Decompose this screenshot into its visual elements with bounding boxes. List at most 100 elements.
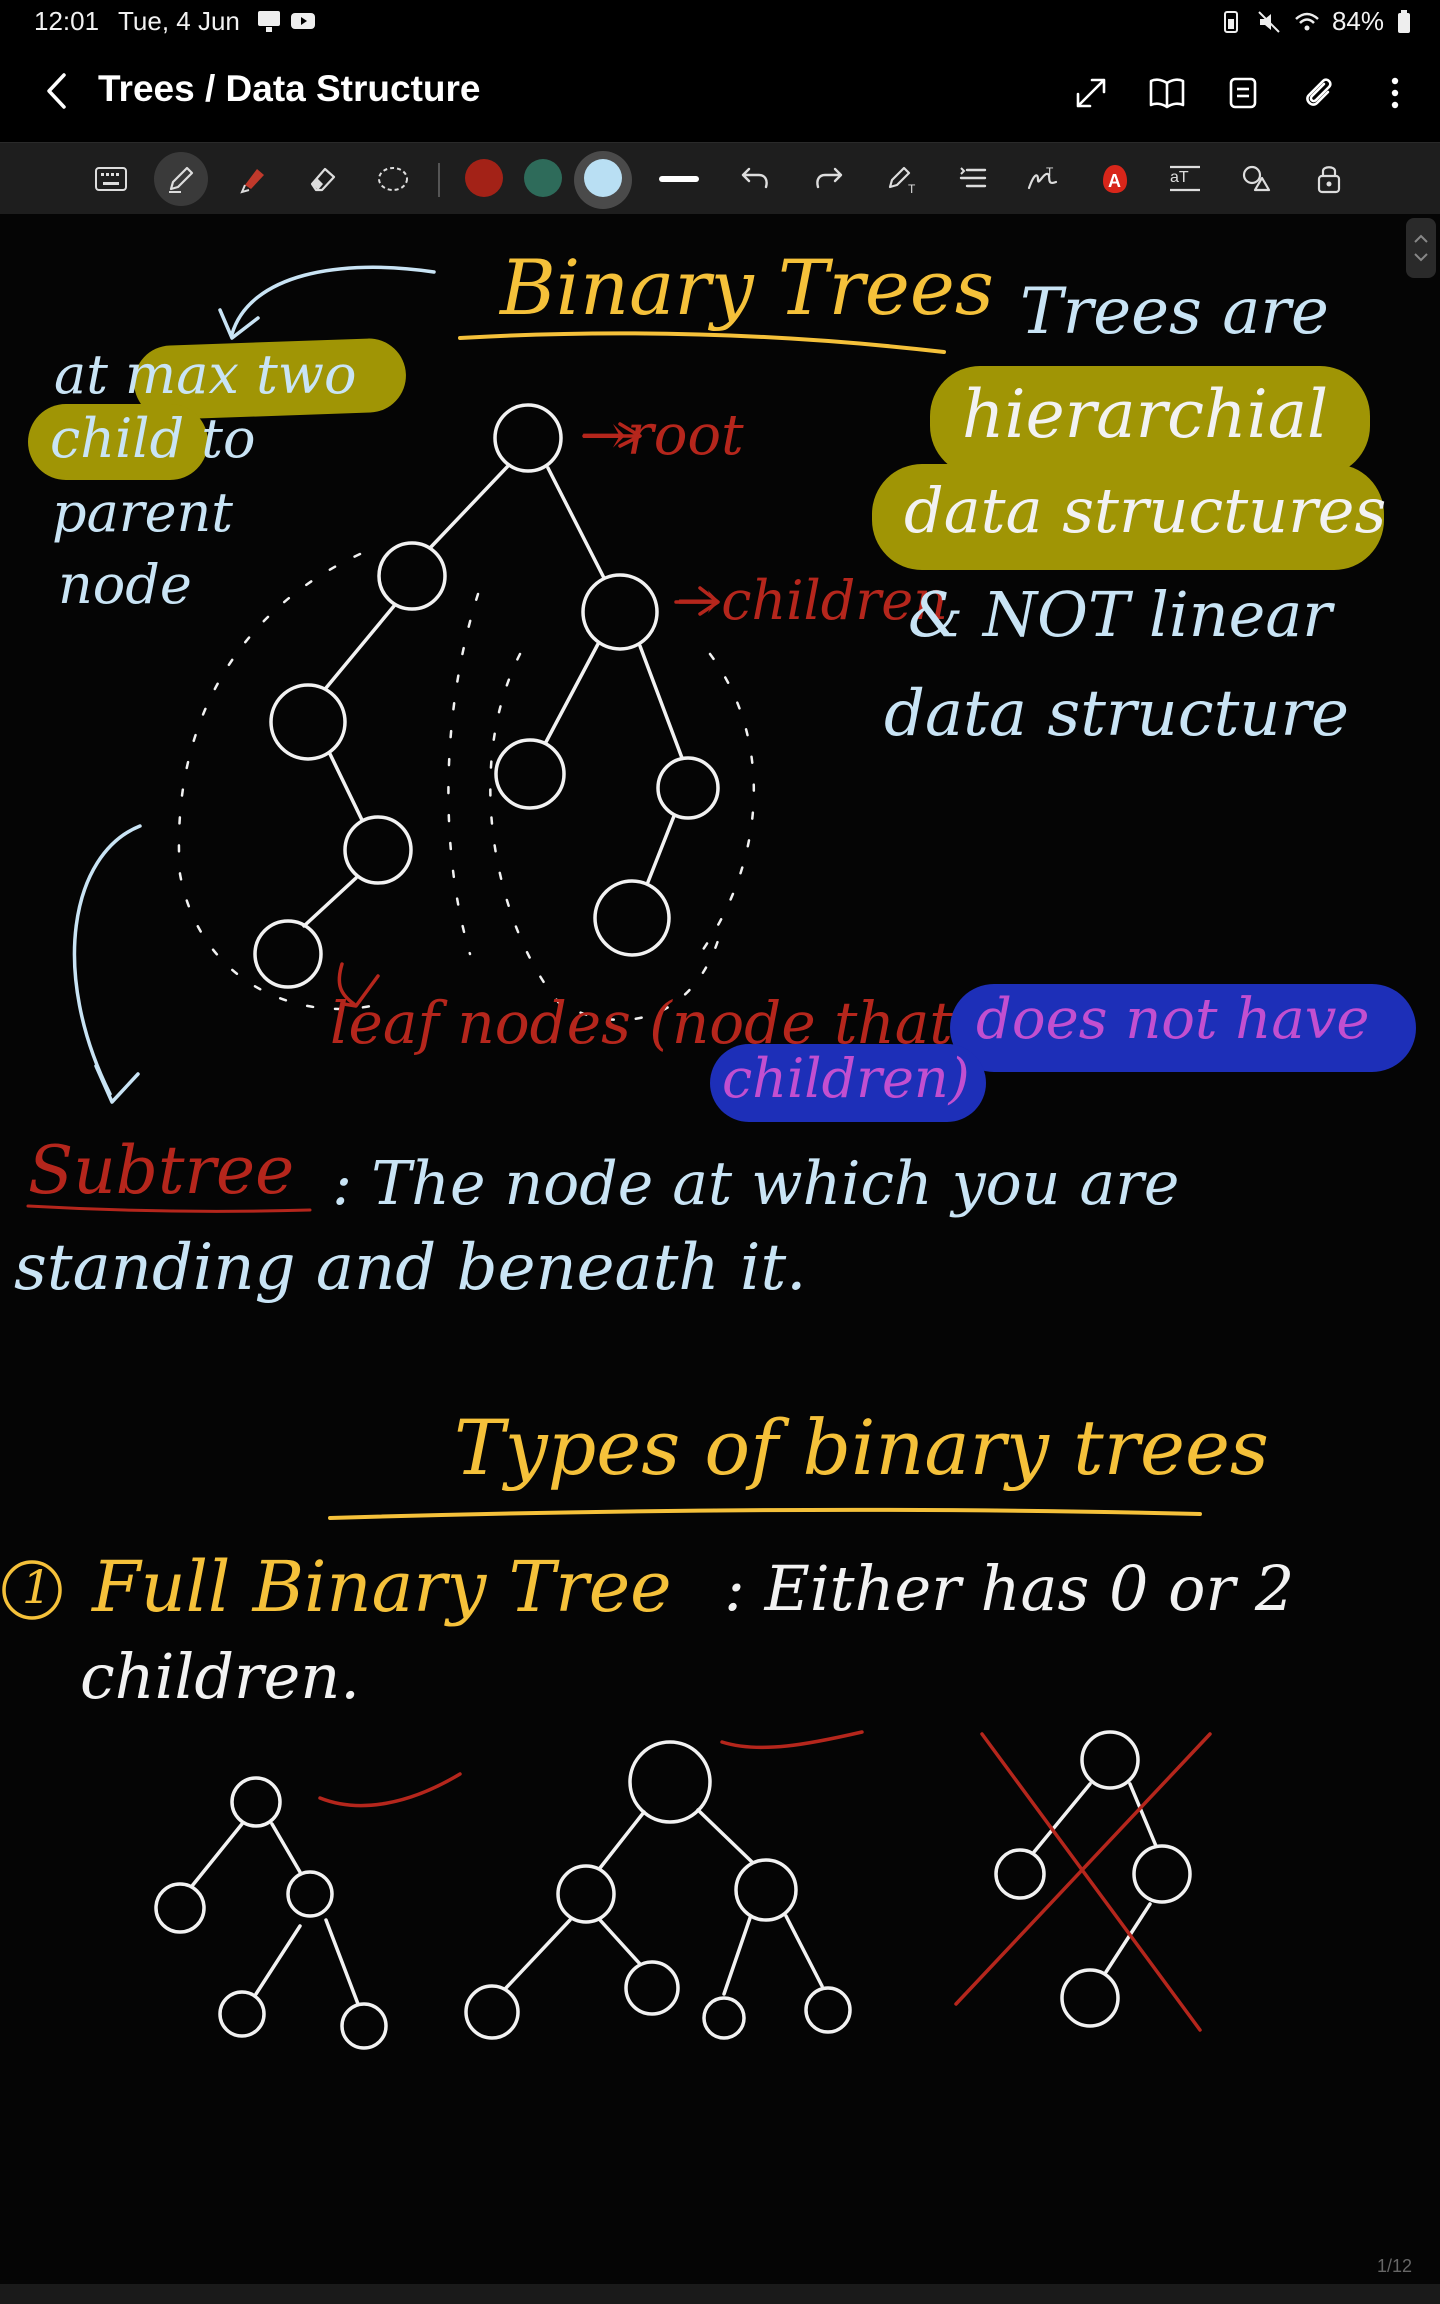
subtree-outline-far-right [698,652,756,956]
node-left [377,541,447,611]
attach-button[interactable] [1292,66,1346,120]
undo-button[interactable] [728,152,782,206]
node-left-left-right [343,815,413,885]
paperclip-icon [1306,78,1332,106]
children-paren-text: children) [722,1047,970,1110]
scroll-handle[interactable] [1406,218,1436,278]
subtree-outline-inner [447,592,480,956]
pen-to-text-tool[interactable]: T [876,152,930,206]
drawing-toolbar: T T A aT [0,142,1440,216]
battery-percent: 84% [1331,6,1384,36]
reading-mode-button[interactable] [1140,66,1194,120]
root-arrow [582,422,642,448]
lasso-tool[interactable] [366,152,420,206]
trees-are-line2: hierarchial [962,376,1329,453]
page-indicator: 1/12 [1376,2256,1412,2276]
edge-leftleft-leftleftright [328,752,364,822]
types-of-binary-trees-title: Types of binary trees [454,1403,1269,1492]
redo-icon [816,167,843,189]
max-two-line3: parent [52,481,234,544]
toolbar-separator [438,163,440,197]
lasso-icon [378,167,408,191]
highlight-hierarchial [930,366,1370,476]
note-canvas[interactable]: Binary Trees at max two child to parent … [0,214,1440,2284]
tick-mark-1 [318,1772,462,1808]
keyboard-tool[interactable] [84,152,138,206]
scroll-arrows-icon [1414,234,1428,262]
highlight-data-structures [872,464,1384,570]
more-vertical-icon [1391,77,1399,109]
expand-button[interactable] [1064,66,1118,120]
full-binary-tree-definition-line2: children. [80,1640,360,1713]
edge-left-leftleft [324,604,396,690]
subtree-underline [26,1204,312,1213]
node-right-right-left [593,879,671,957]
straighten-text-tool[interactable] [946,152,1000,206]
status-right: 84% [1218,6,1412,37]
undo-icon [741,167,768,189]
book-icon [1149,78,1185,109]
eraser-tool[interactable] [296,152,350,206]
highlight-children [710,1044,986,1122]
subtree-outline-left [177,552,382,1011]
curved-arrow-top [230,265,436,336]
lock-icon [1317,166,1341,194]
highlighter-icon [240,169,264,194]
mute-icon [1258,10,1280,33]
cross-out-mark [954,1732,1212,2032]
text-size-tool[interactable]: aT [1158,152,1212,206]
max-two-line2: child to [50,407,256,470]
full-binary-tree-number: 1 [22,1560,52,1614]
subtree-definition-line2: standing and beneath it. [14,1231,807,1305]
trees-are-line1: Trees are [1020,275,1329,349]
subtree-long-arrow-head [94,1064,140,1104]
status-bar: 12:01 Tue, 4 Jun 84% [0,0,1440,42]
trees-are-line4: & NOT linear [908,578,1332,651]
handwritten-drawings [2,265,1212,2050]
align-lines-icon [959,167,987,188]
shapes-icon [1242,165,1271,192]
redo-button[interactable] [802,152,856,206]
root-node [493,403,563,473]
battery-saver-icon [1223,10,1238,33]
status-date: Tue, 4 Jun [118,6,240,36]
text-color-tool[interactable]: A [1088,152,1142,206]
does-not-have-text: does not have [976,987,1370,1052]
stroke-width-tool[interactable] [652,152,706,206]
eraser-icon [310,167,336,192]
edge-rightright-rightrightleft [646,814,676,884]
node-right-left [494,738,566,810]
svg-text:T: T [908,182,916,195]
edge-right-rightright [638,644,684,760]
svg-text:A: A [1108,171,1121,191]
more-options-button[interactable] [1368,66,1422,120]
root-label: →root [580,403,744,468]
highlighter-tool[interactable] [226,152,280,206]
pen-tool[interactable] [154,152,208,206]
screen-share-icon [258,11,280,32]
full-tree-example-2 [464,1740,852,2040]
handwriting-tool[interactable]: T [1016,152,1070,206]
subtree-definition-line1: : The node at which you are [332,1149,1180,1219]
note-title: Trees / Data Structure [98,68,481,109]
max-two-line4: node [58,553,192,616]
edge-right-rightleft [544,642,600,744]
binary-trees-title: Binary Trees [500,243,994,332]
battery-icon [1398,9,1410,33]
title-underline [458,331,946,354]
subtree-long-arrow [72,824,142,1096]
color-swatch-green[interactable] [524,159,562,197]
back-button[interactable] [34,68,78,114]
color-swatch-red[interactable] [465,159,503,197]
page-view-button[interactable] [1216,66,1270,120]
subtree-word: Subtree [28,1132,295,1209]
highlight-does-not-have [950,984,1416,1072]
shapes-tool[interactable] [1230,152,1284,206]
lock-tool[interactable] [1302,152,1356,206]
color-swatch-light-blue[interactable] [584,159,622,197]
curved-arrow-top-head [218,308,260,340]
wifi-icon [1295,12,1319,30]
handwriting-icon: T [1027,165,1058,190]
page-icon [1229,77,1257,109]
subtree-outline-right [489,652,722,1022]
